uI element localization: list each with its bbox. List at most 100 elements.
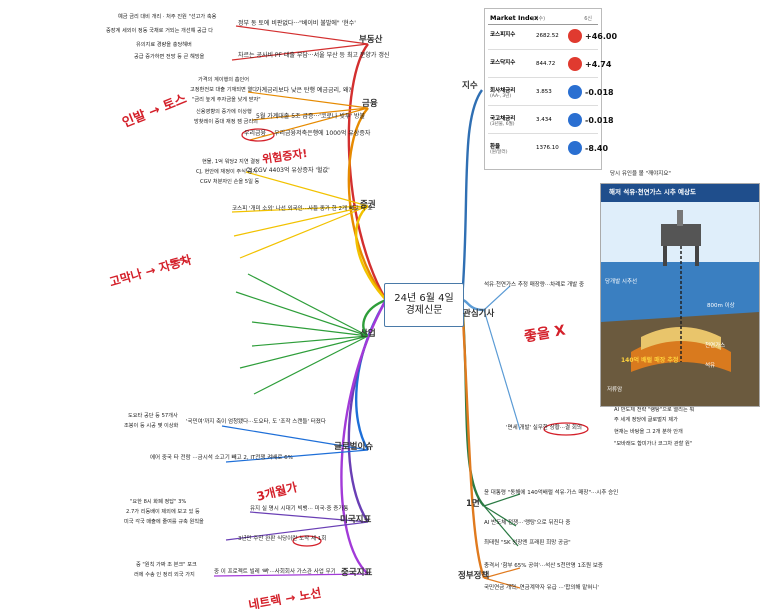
article-sub-4: "모바래도 합미가나 코그차 관할 원" [614,441,693,447]
market-row-treasury: 국고채금리 (3년물, 6월) 3.434 -0.018 [488,109,614,134]
finance-sub-2: 고정환전보 대출 기재되면 열다 [190,87,257,93]
market-index-date: 6신 [584,16,592,22]
hw-china-to: 노선 [298,585,323,604]
finance-sub-4: 신용영향의 증가에 이상행 [196,109,252,115]
down-arrow-icon [568,113,582,127]
gas-layer-1: 천연가스 [705,343,726,349]
market-index-panel: Market Index (지수) 6신 코스피지수 2682.52 +46.0… [484,8,617,170]
global-branch-2: 에어 중국 타 전람 ···금시석 소고기 빼고 2, IT전쟁 켜배로 6% [150,455,293,461]
market-row-name: 코스닥지수 [490,60,516,66]
china-sub-1: 중 "원칙 가짜 조 본크" 포크 [136,562,197,568]
market-row-value: 1376.10 [536,145,559,151]
policy-branch-2: 국민연금 개혁, 연금계약자 유급 ···'합의해 맡혀니' [484,585,599,591]
category-index: 지수 [462,81,478,91]
securities-branch-1: CJ CGV 4403억 유상증자 '헐값' [246,167,330,174]
market-row-sub: (AA-, 3년) [490,94,512,99]
market-row-name: 회사채금리 [490,88,516,94]
category-front: 1면 [466,499,480,509]
category-realestate: 부동산 [359,35,383,45]
market-row-change: -0.018 [585,116,614,125]
market-row-kospi: 코스피지수 2682.52 +46.00 [488,25,617,50]
securities-sub-1: 현물, 1억 워당2 지연 결정 [202,159,260,165]
realestate-sub-2: 중장계 세외이 정동 국채로 거되는 개선해 공급 다 [106,28,213,34]
market-row-name: 환율 [490,144,501,150]
category-industry: 산업 [360,329,376,339]
category-policy: 정부정책 [458,571,490,581]
market-row-change: -8.40 [585,144,609,153]
down-arrow-icon [568,141,582,155]
us-branch-2: 3년만 주만 완판 식당이란 노작 세 1회 [238,536,327,542]
market-index-title: Market Index [490,14,539,22]
gas-vessel-label: 당개발 시추선 [605,279,638,285]
category-finance: 금융 [362,99,378,109]
market-row-sub: (원/달러) [490,150,508,155]
category-us: 미국지표 [340,515,372,525]
finance-sub-3: "금리 높게 주자금을 낮게 받자" [192,97,261,103]
article-branch-2: '면세 개발' 실무한 상황···결 회의 [506,425,582,431]
center-title-date: 24년 6월 4일 [394,292,454,304]
gas-header-bar [601,184,759,202]
market-row-value: 844.72 [536,61,556,67]
us-sub-2: 2.7가 리동배이 제외에 보고 있 등 [126,509,200,515]
global-branch-1: '국민여'까지 축이 엄청됐다···도요타, 도 '조작 스캔들' 터졌다 [186,419,326,425]
realestate-sub-1: 예금 금리 대비 개리 · 처주 진원 "선고가 축용 [118,14,217,20]
china-sub-2: 러에 수송 인 정리 외국 가지 [134,572,195,578]
article-branch-1: 석유·천연가스 추정 매장량···차례로 개발 중 [484,282,585,288]
market-row-name: 코스피지수 [490,32,516,38]
market-row-value: 3.434 [536,117,552,123]
market-row-kosdaq: 코스닥지수 844.72 +4.74 [488,53,611,78]
category-article: 관심기사 [463,309,495,319]
category-securities: 증권 [360,200,376,210]
hw-china-arrow: → [284,590,297,606]
market-row-corp-bond: 회사채금리 (AA-, 3년) 3.853 -0.018 [488,81,614,106]
realestate-sub-3: 유의지료 경량을 충당해버 [136,42,192,48]
finance-branch-1: 가계금리보다 낮은 탄행 예금금리, 왜? [256,87,352,94]
realestate-sub-4: 공급 증가하면 전망 등 큰 해빙을 [134,54,205,60]
gas-header-title: 해저 석유·천연가스 시추 예상도 [609,188,696,196]
securities-sub-3: CGV 처분자인 손을 5일 동 [200,179,260,185]
finance-sub-5: 방찾레이 증대 재정 잼 금리의 [194,119,258,125]
gas-depth-label: 800m 이상 [707,303,735,309]
article-sub-3: 현재는 바탕을 그 2개 분하 안개 [614,429,683,435]
market-row-change: +46.00 [585,32,618,41]
center-topic: 24년 6월 4일 경제신문 [384,283,464,327]
gas-reserve-label: 140억 배럴 매장 추정 [621,357,679,364]
market-index-unit: (지수) [532,16,546,22]
up-arrow-icon [568,57,582,71]
china-branch-1: 중 이 프로젝트 빌레 '뼈'···사회회사 가스관 사업 무기 [214,569,336,575]
article-sub-1: AI 반도체 전략 "랭탕"으로 열리는 뭐 [614,407,695,413]
market-row-fx: 환율 (원/달러) 1376.10 -8.40 [488,137,608,161]
front-branch-3: 최태원 "SK 성장엔 프래핀 희망 공금" [484,540,571,546]
securities-branch-2: 코스피 '개미 소외' 나선 외국인···사들 종가 한 2개 빼고 다 오 [232,206,373,212]
securities-sub-2: CJ, 현안에 재정이 주식 증가 [196,169,258,175]
market-index-header: Market Index (지수) 6신 [488,12,598,25]
market-row-value: 2682.52 [536,33,559,39]
category-china: 중국지표 [341,568,373,578]
hw-industry-arrow: → [143,262,158,280]
gas-bottom-label: 저류암 [607,387,623,393]
finance-branch-2: 5월 가계대출 5조 급증···'코로나 빚투' 방불 [256,113,365,120]
category-global: 글로벌이슈 [334,442,374,452]
global-sub-1: 도요타 공단 등 57개사 [128,413,178,419]
market-row-change: -0.018 [585,88,614,97]
gas-field-infographic: 해저 석유·천연가스 시추 예상도 당개발 시추선 800m 이상 천연가스 석… [600,183,760,407]
finance-sub-1: 가격의 계이행의 흡인어 [198,77,250,83]
gas-layer-2: 석유 [705,363,716,369]
market-row-change: +4.74 [585,60,612,69]
finance-branch-3-company: 우리금융 [244,130,267,137]
down-arrow-icon [568,85,582,99]
center-title-label: 경제신문 [405,305,443,316]
finance-branch-3: 우리금융저축은행에 1000억 유상증자 [274,130,371,137]
article-sub-2: 주 세계 정당에 글로벌지 제가 [614,417,678,423]
front-branch-1: 윤 대통령 "동해에 140억배럴 석유·가스 매장"···시추 승인 [484,490,619,496]
policy-branch-1: 충격서 '함부 65% 공여'···석산 5천만명 1조원 보증 [484,563,603,569]
us-sub-3: 미국 각국 매출에 줄여를 규축 원칙을 [124,519,204,525]
market-row-name: 국고채금리 [490,116,516,122]
realestate-branch-1: 정부 동 토에 비판없다···"베이비 불발에" '현수' [238,20,356,27]
up-arrow-icon [568,29,582,43]
us-branch-1: 유지 실 명시 시대기 빅뱅··· 미국·중 증가통 [250,506,349,512]
global-sub-2: 조붕이 등 시공 몇 이상화 [124,423,179,429]
realestate-branch-2: 차르는 공사비 PF 대출 부담···서울 부산 등 최고 분양가 갱신 [238,52,390,59]
market-row-value: 3.853 [536,89,552,95]
